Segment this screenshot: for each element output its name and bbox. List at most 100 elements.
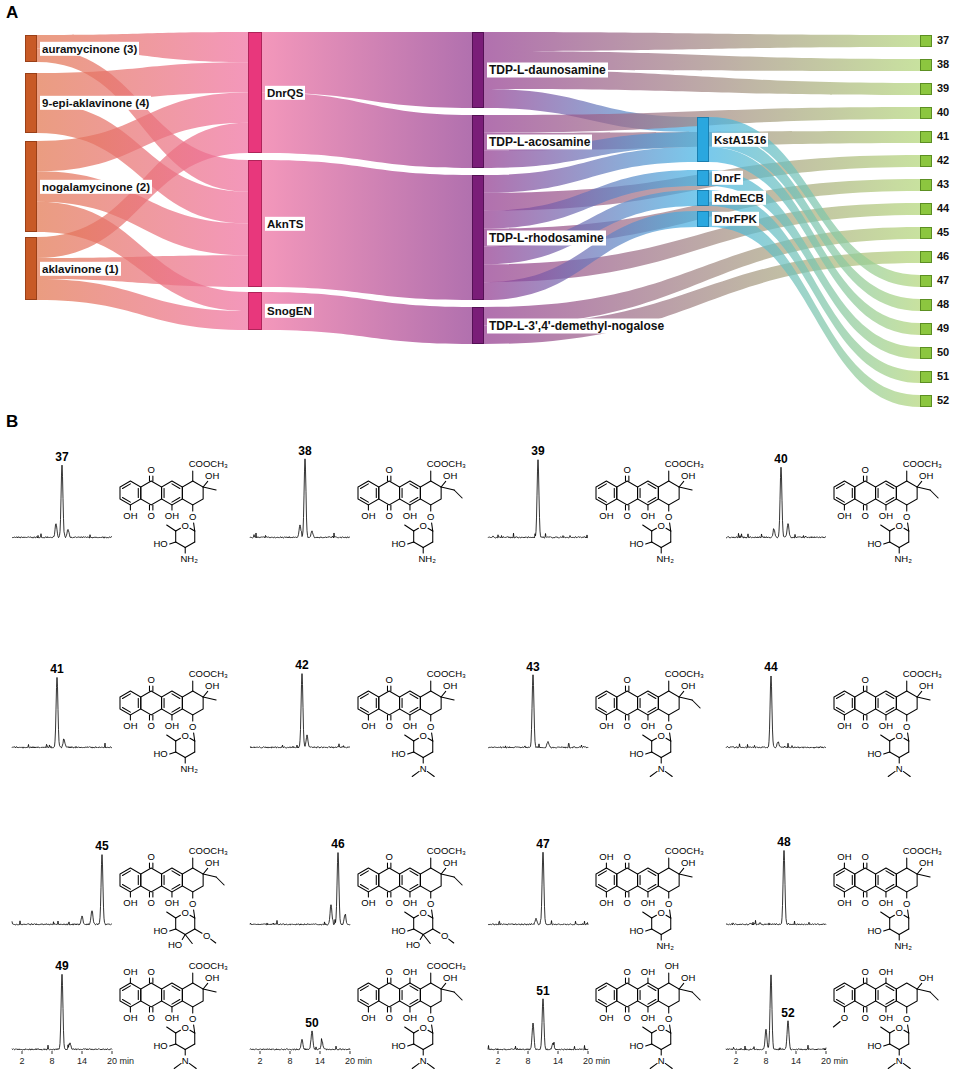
bond-line bbox=[130, 978, 131, 983]
aromatic-bond bbox=[172, 1000, 180, 1005]
ring-bond bbox=[379, 868, 400, 892]
bond-line bbox=[423, 542, 433, 548]
bond-line bbox=[668, 505, 669, 511]
double-bond bbox=[863, 476, 864, 481]
atom-label: COOCH₃ bbox=[189, 846, 228, 856]
ring-bond bbox=[162, 983, 183, 1007]
double-bond bbox=[866, 505, 867, 510]
axis-tick bbox=[558, 1051, 559, 1054]
axis-tick bbox=[796, 1051, 797, 1054]
methyl-bond bbox=[650, 771, 657, 776]
bond-line bbox=[190, 915, 195, 918]
double-bond bbox=[628, 715, 629, 720]
flow-ribbon bbox=[37, 279, 248, 330]
ring-bond bbox=[400, 983, 421, 1007]
double-bond bbox=[390, 686, 391, 691]
aromatic-bond bbox=[598, 885, 606, 890]
aromatic-bond bbox=[360, 498, 368, 503]
bond-line bbox=[844, 715, 845, 720]
double-bond bbox=[152, 686, 153, 691]
aromatic-bond bbox=[172, 708, 180, 713]
node-label: 9-epi-aklavinone (4) bbox=[40, 96, 151, 110]
panel-letter: B bbox=[6, 413, 18, 430]
bond-line bbox=[130, 1007, 131, 1012]
atom-label: O bbox=[861, 1013, 868, 1023]
bond-line bbox=[428, 915, 433, 918]
aromatic-bond bbox=[122, 986, 130, 991]
bond-line bbox=[670, 918, 671, 929]
bond-line bbox=[606, 505, 607, 510]
bond-line bbox=[408, 542, 414, 544]
methyl-bond bbox=[211, 939, 216, 943]
node-label: TDP-L-daunosamine bbox=[487, 63, 608, 78]
atom-label: O bbox=[385, 465, 392, 475]
hplc-trace bbox=[250, 853, 350, 925]
aromatic-bond bbox=[172, 986, 180, 991]
bond-line bbox=[890, 929, 900, 935]
double-bond bbox=[149, 686, 150, 691]
atom-label: HO bbox=[391, 1041, 405, 1051]
bond-line bbox=[185, 929, 195, 935]
aromatic-bond bbox=[402, 698, 403, 707]
bond-line bbox=[190, 1030, 195, 1033]
bond-line bbox=[192, 858, 193, 868]
ring-bond bbox=[896, 983, 917, 1007]
node-label: AknTS bbox=[265, 216, 305, 230]
ring-bond bbox=[420, 691, 441, 715]
bond-line bbox=[414, 752, 424, 758]
aromatic-bond bbox=[886, 498, 894, 503]
bond-line bbox=[414, 738, 419, 741]
double-bond bbox=[625, 863, 626, 868]
aromatic-bond bbox=[886, 986, 894, 991]
bond-line bbox=[195, 929, 202, 933]
compound-number: 39 bbox=[531, 445, 544, 457]
aromatic-bond bbox=[402, 990, 403, 999]
node-label: 44 bbox=[935, 202, 951, 216]
product-box: 40 bbox=[920, 107, 932, 119]
ring-bond bbox=[120, 868, 141, 892]
aglycone-bar: auramycinone (3) bbox=[25, 35, 37, 62]
atom-label: O bbox=[623, 721, 630, 731]
compound-number: 47 bbox=[536, 838, 549, 850]
ring-bond bbox=[617, 868, 638, 892]
atom-label: OH bbox=[641, 967, 655, 977]
atom-label: O bbox=[903, 722, 910, 732]
atom-label: OH bbox=[165, 511, 179, 521]
atom-label: OH bbox=[599, 511, 613, 521]
atom-label: HO bbox=[629, 1041, 643, 1051]
bond-line bbox=[409, 1007, 410, 1012]
ring-bond bbox=[658, 868, 679, 892]
ring-bond bbox=[358, 983, 379, 1007]
aromatic-bond bbox=[598, 498, 606, 503]
bond-line bbox=[670, 531, 671, 542]
bond-line bbox=[666, 738, 671, 741]
double-bond bbox=[149, 1007, 150, 1012]
axis-tick-label: 20 min bbox=[107, 1057, 134, 1066]
methyl-bond bbox=[441, 487, 454, 490]
double-bond bbox=[628, 978, 629, 983]
axis-tick-label: 14 bbox=[77, 1057, 87, 1066]
axis-tick-label: 2 bbox=[495, 1057, 500, 1066]
bond-line bbox=[409, 978, 410, 983]
axis-tick-label: 14 bbox=[315, 1057, 325, 1066]
atom-label: COOCH₃ bbox=[427, 669, 466, 679]
bond-line bbox=[668, 471, 669, 481]
atom-label: N bbox=[420, 1056, 427, 1066]
double-bond bbox=[863, 1007, 864, 1012]
bond-line bbox=[647, 715, 648, 720]
product-box: 41 bbox=[920, 131, 932, 143]
bond-line bbox=[908, 918, 909, 929]
double-bond bbox=[863, 715, 864, 720]
atom-label: COOCH₃ bbox=[665, 846, 704, 856]
methyl-bond bbox=[643, 1027, 652, 1033]
atom-label: N bbox=[896, 1056, 903, 1066]
atom-label: O bbox=[861, 721, 868, 731]
atom-label: OH bbox=[443, 858, 457, 868]
ring-bond bbox=[855, 691, 876, 715]
atom-label: O bbox=[903, 899, 910, 909]
node-label: DnrQS bbox=[265, 85, 305, 99]
axis-tick-label: 20 min bbox=[821, 1057, 848, 1066]
bond-line bbox=[194, 523, 195, 531]
bond-line bbox=[408, 1044, 414, 1046]
axis-tick bbox=[588, 1051, 589, 1054]
